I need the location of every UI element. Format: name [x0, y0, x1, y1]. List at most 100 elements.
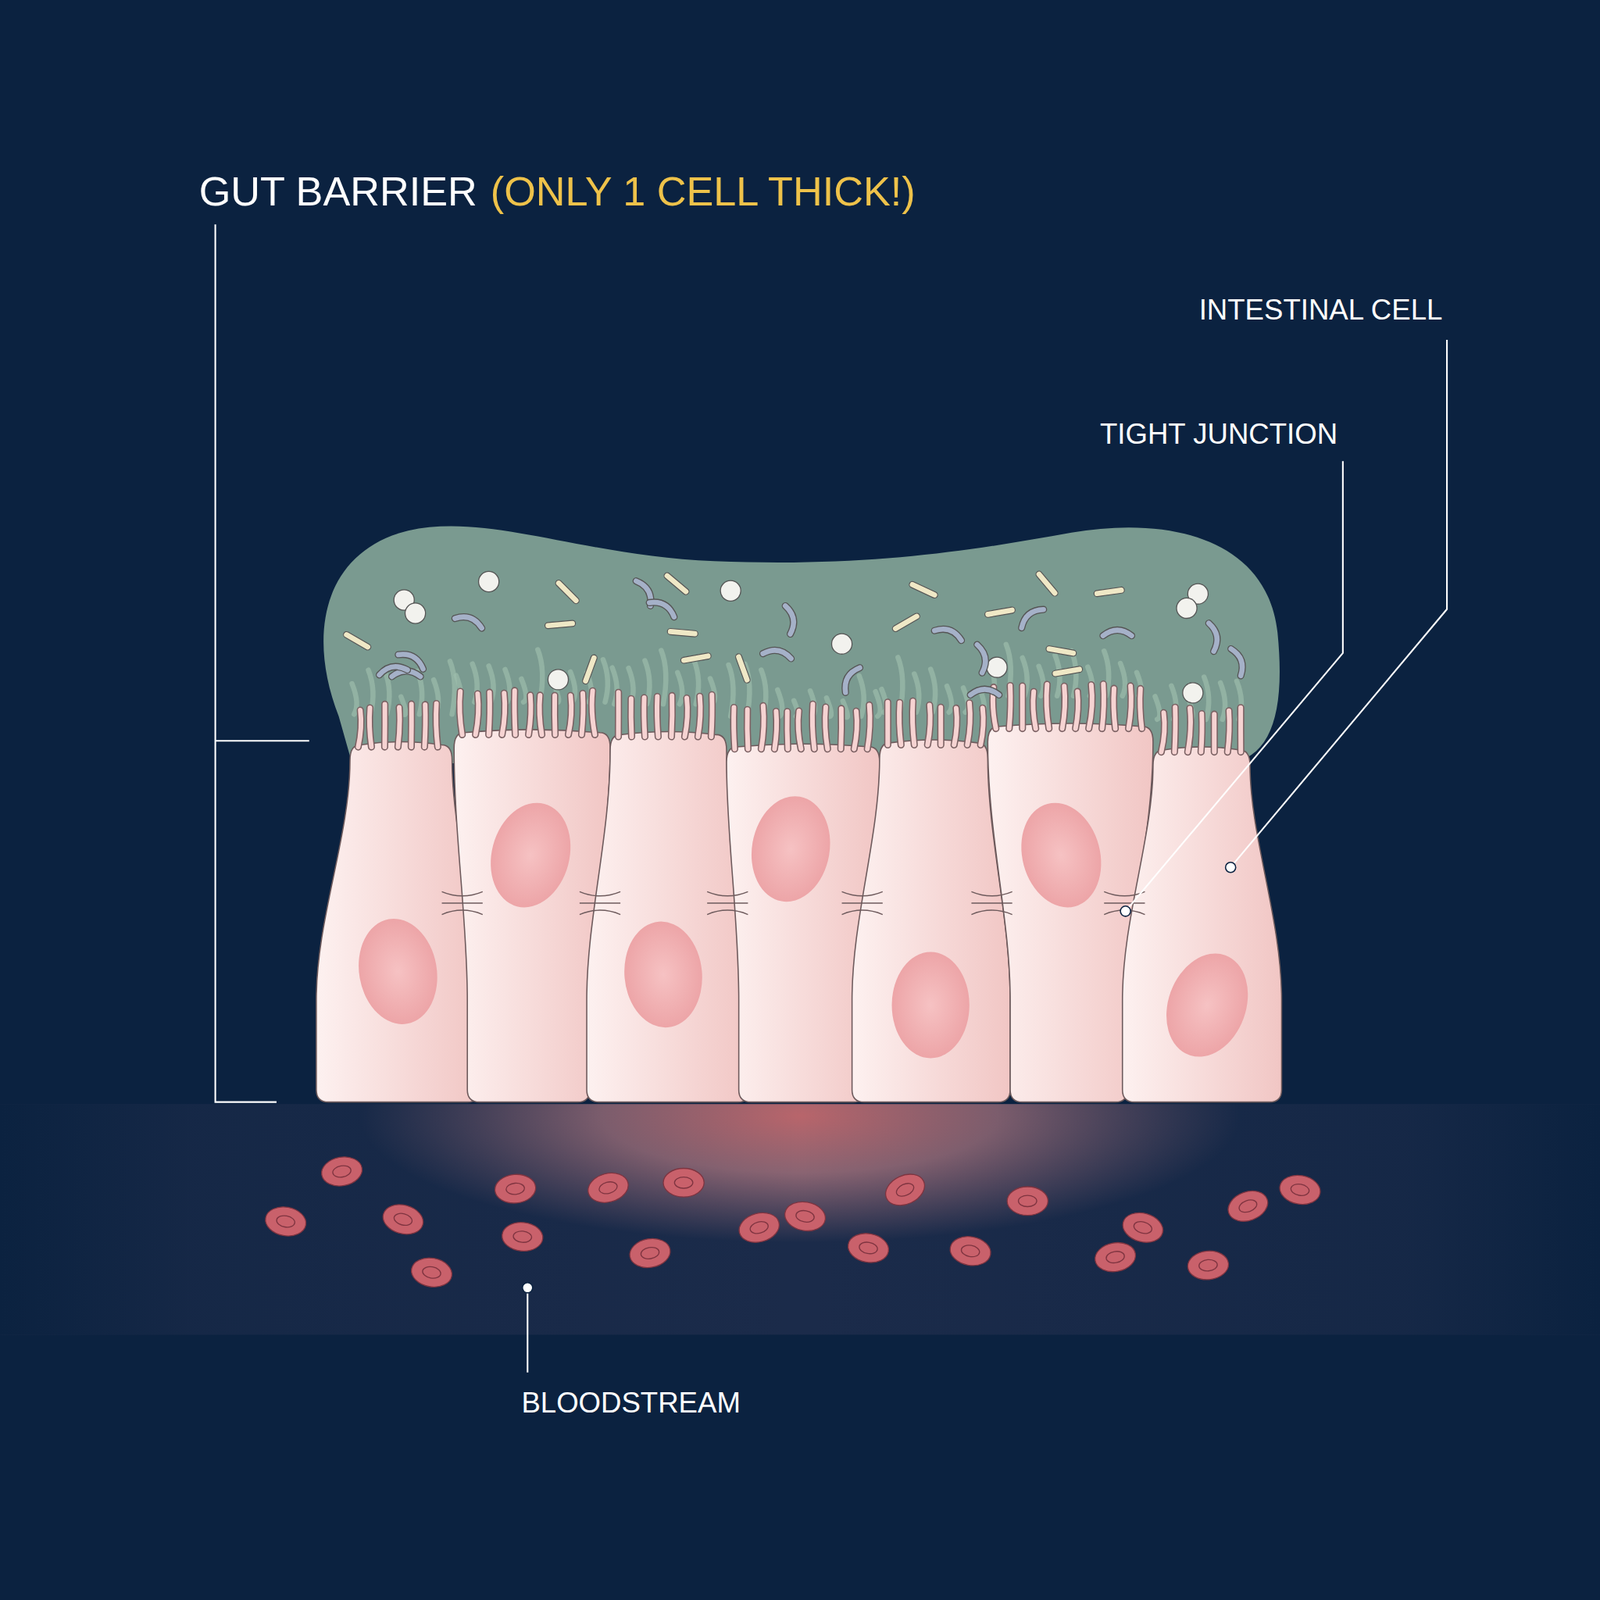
red-blood-cell [880, 1167, 930, 1211]
background-villus [352, 683, 358, 715]
background-villus [859, 675, 865, 717]
microvillus-outline [550, 695, 559, 735]
bacterium-curved-outline [1103, 630, 1133, 636]
microvillus-outline [475, 693, 479, 735]
tight-junctions [442, 891, 1146, 915]
red-blood-cell-center [1105, 1250, 1126, 1265]
bacterium-curved [763, 648, 793, 659]
microvillus-outline [528, 695, 532, 736]
bacterium-rod [1093, 586, 1125, 597]
microvillus [502, 692, 506, 735]
microvillus-outline [1009, 685, 1011, 729]
bacterium-rod [734, 653, 751, 685]
leader-dot [1225, 862, 1236, 873]
microvillus-outline [927, 705, 930, 746]
tight-junction [579, 902, 621, 904]
microvillus [1139, 688, 1142, 729]
microvillus-outline [1174, 707, 1175, 752]
microvillus [592, 690, 596, 735]
background-villus [660, 650, 666, 705]
bacterium-curved-outline [763, 648, 793, 659]
red-blood-cell-center [332, 1164, 353, 1179]
red-blood-cell-center [639, 1246, 661, 1261]
microvillus-outline [581, 693, 583, 736]
bacterium-curved [840, 664, 861, 693]
microvillus-outline [1032, 691, 1036, 729]
leader-lines [527, 339, 1447, 1373]
bacterium-rod [554, 578, 581, 605]
bacterium-curved-outline [398, 650, 426, 670]
microvillus-outline [967, 703, 971, 746]
microvillus-outline [1089, 685, 1093, 729]
microvillus [1113, 688, 1115, 729]
intestinal-cell [1122, 746, 1283, 1103]
bacterium-curved [649, 597, 677, 618]
red-blood-cell [1277, 1171, 1323, 1208]
red-blood-cell-center [894, 1180, 916, 1199]
background-villus [450, 661, 455, 715]
red-blood-cell-center [858, 1240, 879, 1255]
microvillus [424, 704, 425, 747]
background-villus [1120, 663, 1125, 697]
red-blood-cell [735, 1208, 783, 1247]
tight-junction [971, 902, 1012, 904]
microvillus-outline [667, 695, 676, 737]
microvillus [514, 690, 515, 736]
tight-junction [707, 891, 748, 896]
microvillus [1102, 684, 1104, 729]
microvillus [899, 702, 901, 745]
microvillus [812, 703, 815, 749]
microvillus-outline [899, 702, 901, 745]
tight-junction [442, 891, 483, 896]
leader-line [526, 1287, 529, 1372]
microvillus [539, 695, 543, 735]
microvillus-outline [783, 711, 792, 750]
tight-junction [842, 910, 883, 915]
microvillus [581, 693, 583, 736]
red-blood-cell [493, 1172, 537, 1205]
leader-dot [1120, 906, 1131, 917]
background-villus [1220, 682, 1225, 720]
microvillus-outline [1102, 684, 1104, 729]
microvillus-outline [1200, 714, 1202, 753]
bloodstream-band [0, 1103, 1600, 1335]
gut-bacteria [342, 570, 1247, 704]
red-blood-cell-center [960, 1243, 981, 1258]
microvillus-outline [614, 692, 622, 737]
microvillus-outline [397, 707, 400, 747]
microvillus [760, 705, 764, 749]
microvillus [927, 705, 930, 746]
red-blood-cell-center [1018, 1195, 1038, 1207]
tight-junction [842, 902, 883, 904]
microvillus [357, 710, 361, 747]
microvillus [1032, 691, 1036, 729]
bacterium-curved-outline [840, 664, 861, 693]
red-blood-cell [782, 1198, 829, 1234]
microvillus-outline [514, 690, 515, 736]
bacterium-rod [908, 580, 940, 600]
tight-junction [707, 910, 748, 915]
background-villus [1155, 696, 1161, 719]
bacterium-coccus [478, 571, 500, 592]
microvillus-outline [825, 707, 828, 750]
red-blood-cell [319, 1153, 365, 1190]
cell-nucleus [1010, 793, 1113, 917]
microvillus [668, 695, 675, 737]
bacterium-curved-outline [649, 597, 677, 618]
microvillus-outline [980, 707, 983, 745]
red-blood-cell-center [1198, 1258, 1218, 1272]
background-villus [603, 659, 608, 702]
intestinal-cells [316, 723, 1283, 1103]
red-blood-cell [1007, 1186, 1048, 1216]
red-blood-cell-center [421, 1265, 443, 1280]
microvillus [435, 703, 438, 748]
microvillus [885, 702, 890, 746]
bacterium-curved-outline [1231, 646, 1247, 676]
bacterium-curved-outline [934, 625, 964, 640]
bacterium-curved-outline [785, 604, 796, 634]
red-blood-cell-center [1132, 1219, 1154, 1236]
bracket [215, 224, 310, 1102]
bacterium-rod [1034, 570, 1059, 598]
red-blood-cell [627, 1235, 673, 1271]
bacterium-rod [1045, 645, 1077, 658]
